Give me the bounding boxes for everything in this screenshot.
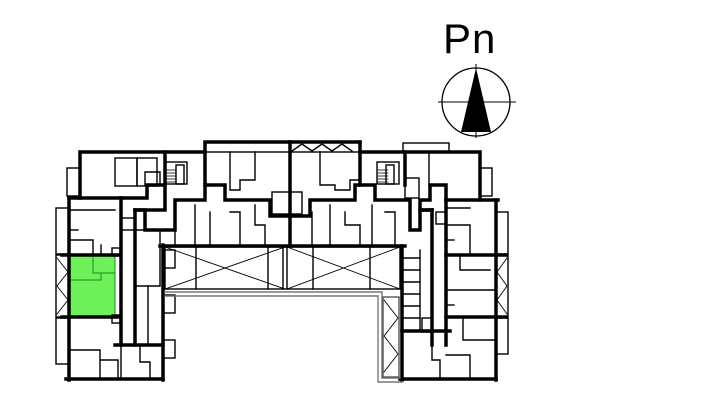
highlighted-unit[interactable] xyxy=(68,254,116,318)
north-label: Pn xyxy=(443,15,497,62)
north-arrow-icon xyxy=(438,64,516,138)
